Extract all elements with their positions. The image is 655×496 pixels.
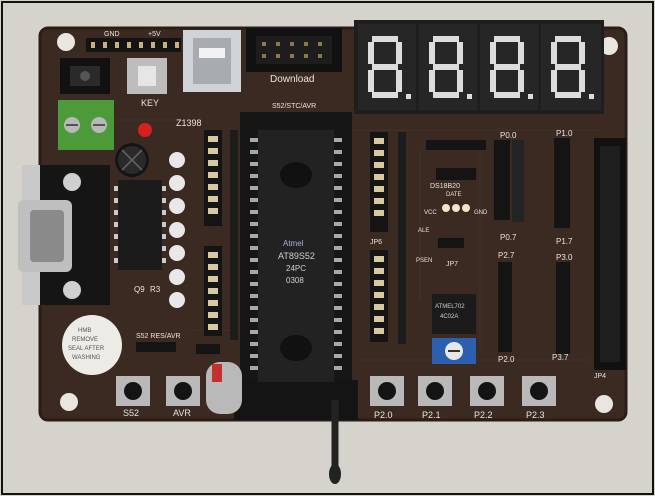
db9-connector — [18, 165, 110, 305]
usb-connector — [183, 30, 241, 92]
buzzer: HMB REMOVE SEAL AFTER WASHING — [62, 315, 122, 375]
p07-label: P0.7 — [500, 233, 517, 242]
digit-1 — [358, 24, 416, 110]
eeprom-line-2: 4C02A — [440, 314, 458, 320]
download-header: Download S52/STC/AVR — [246, 28, 342, 110]
button-avr: AVR — [166, 376, 200, 418]
p30-label: P3.0 — [556, 253, 573, 262]
terminal-block — [58, 100, 114, 150]
gnd-pin-label: GND — [474, 210, 488, 216]
potentiometer — [432, 338, 476, 364]
p27-label: P2.7 — [498, 251, 515, 260]
buzzer-line-4: WASHING — [72, 355, 101, 361]
ds18b20-socket — [426, 140, 486, 212]
button-s52: S52 — [116, 376, 150, 418]
isp-label: S52/STC/AVR — [272, 103, 316, 110]
mcu-logo: Atmel — [283, 239, 304, 248]
button-p21: P2.1 — [418, 376, 452, 420]
buzzer-line-1: HMB — [78, 328, 91, 334]
jp7-jumper — [438, 238, 464, 248]
p37-label: P3.7 — [552, 353, 569, 362]
mount-hole-tr — [600, 37, 618, 55]
jp4-label: JP4 — [594, 373, 606, 380]
svg-text:P2.1: P2.1 — [422, 410, 441, 420]
buzzer-line-3: SEAL AFTER — [68, 346, 105, 352]
digit-2 — [419, 24, 477, 110]
max232-chip — [114, 180, 166, 270]
button-p22: P2.2 — [470, 376, 504, 420]
power-jack — [60, 58, 110, 94]
s52-res-avr-label: S52 RES/AVR — [136, 333, 181, 340]
seven-segment-display — [354, 20, 604, 114]
ale-label: ALE — [418, 228, 429, 234]
gnd-label: GND — [104, 31, 120, 38]
port-headers — [494, 138, 626, 370]
svg-text:P2.2: P2.2 — [474, 410, 493, 420]
mcu-date-code: 0308 — [286, 276, 304, 285]
svg-text:P2.0: P2.0 — [374, 410, 393, 420]
p20-port-label: P2.0 — [498, 355, 515, 364]
p00-label: P0.0 — [500, 131, 517, 140]
p10-label: P1.0 — [556, 129, 573, 138]
vcc-label: +5V — [148, 31, 161, 38]
psen-label: PSEN — [416, 258, 432, 264]
power-switch: KEY — [127, 58, 167, 108]
download-label: Download — [270, 74, 314, 85]
eeprom-chip: ATMEL702 4C02A — [432, 294, 476, 334]
capacitor — [115, 143, 149, 177]
ceramic-capacitors — [169, 152, 185, 308]
jp7-label: JP7 — [446, 261, 458, 268]
digit-4 — [541, 24, 601, 110]
mcu-chip: Atmel AT89S52 24PC 0308 — [250, 130, 342, 382]
vcc-pin-label: VCC — [424, 210, 437, 216]
q9-label: Q9 — [134, 285, 145, 294]
resistor-array-mid — [370, 132, 406, 344]
jp6-label: JP6 — [370, 239, 382, 246]
buzzer-line-2: REMOVE — [72, 337, 98, 343]
crystal — [206, 362, 242, 414]
date-label: DATE — [446, 192, 462, 198]
svg-text:AVR: AVR — [173, 408, 191, 418]
z1398-label: Z1398 — [176, 118, 202, 128]
p17-label: P1.7 — [556, 237, 573, 246]
r3-label: R3 — [150, 285, 161, 294]
svg-text:S52: S52 — [123, 408, 139, 418]
mcu-package: 24PC — [286, 264, 306, 273]
digit-3 — [480, 24, 538, 110]
svg-text:P2.3: P2.3 — [526, 410, 545, 420]
button-p20: P2.0 — [370, 376, 404, 420]
pin-header-top: GND +5V — [86, 31, 181, 52]
eeprom-line-1: ATMEL702 — [435, 304, 465, 310]
mount-hole-bl — [60, 393, 78, 411]
mount-hole-br — [595, 395, 613, 413]
jumper-s52 — [136, 342, 176, 352]
mcu-part: AT89S52 — [278, 251, 315, 261]
power-led — [138, 123, 152, 137]
mount-hole-tl — [57, 33, 75, 51]
jumper-avr — [196, 344, 220, 354]
button-p23: P2.3 — [522, 376, 556, 420]
ds18b20-label: DS18B20 — [430, 183, 460, 190]
resistor-array-left — [204, 130, 238, 340]
key-label: KEY — [141, 98, 159, 108]
